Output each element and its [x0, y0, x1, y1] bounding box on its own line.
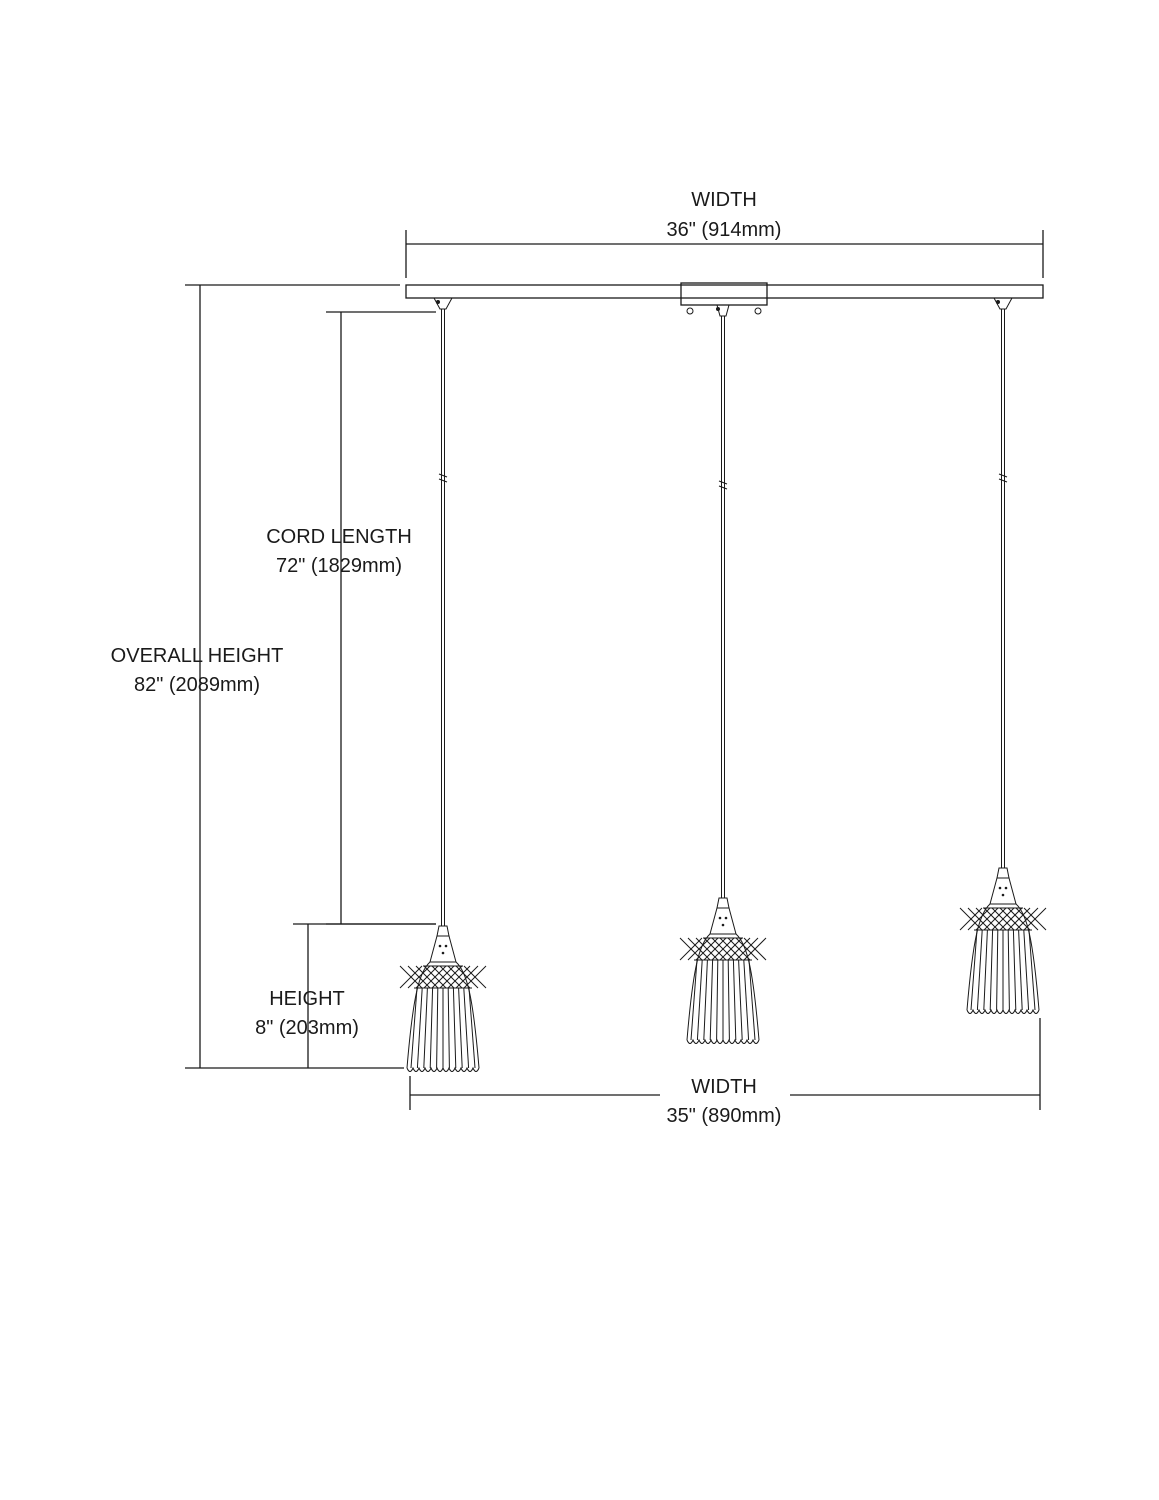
top-width-label: WIDTH [691, 189, 757, 211]
height-label: HEIGHT [269, 988, 345, 1010]
bottom-width-value: 35" (890mm) [667, 1105, 782, 1127]
cord-length-dimension: CORD LENGTH 72" (1829mm) [266, 311, 436, 925]
cord-length-value: 72" (1829mm) [276, 555, 402, 577]
overall-height-dimension: OVERALL HEIGHT 82" (2089mm) [111, 284, 404, 1069]
canopy-bar [405, 282, 1044, 315]
bottom-width-dimension: WIDTH 35" (890mm) [409, 1018, 1041, 1130]
top-width-value: 36" (914mm) [667, 219, 782, 241]
pendant-left [399, 297, 487, 1072]
top-width-dimension: WIDTH 36" (914mm) [405, 189, 1044, 278]
overall-height-value: 82" (2089mm) [134, 674, 260, 696]
pendant-center [679, 304, 767, 1044]
height-dimension: HEIGHT 8" (203mm) [255, 923, 436, 1068]
pendant-right [959, 297, 1047, 1014]
cord-length-label: CORD LENGTH [266, 526, 412, 548]
overall-height-label: OVERALL HEIGHT [111, 645, 284, 667]
height-value: 8" (203mm) [255, 1017, 359, 1039]
bottom-width-label: WIDTH [691, 1076, 757, 1098]
pendant-lights [399, 297, 1047, 1072]
